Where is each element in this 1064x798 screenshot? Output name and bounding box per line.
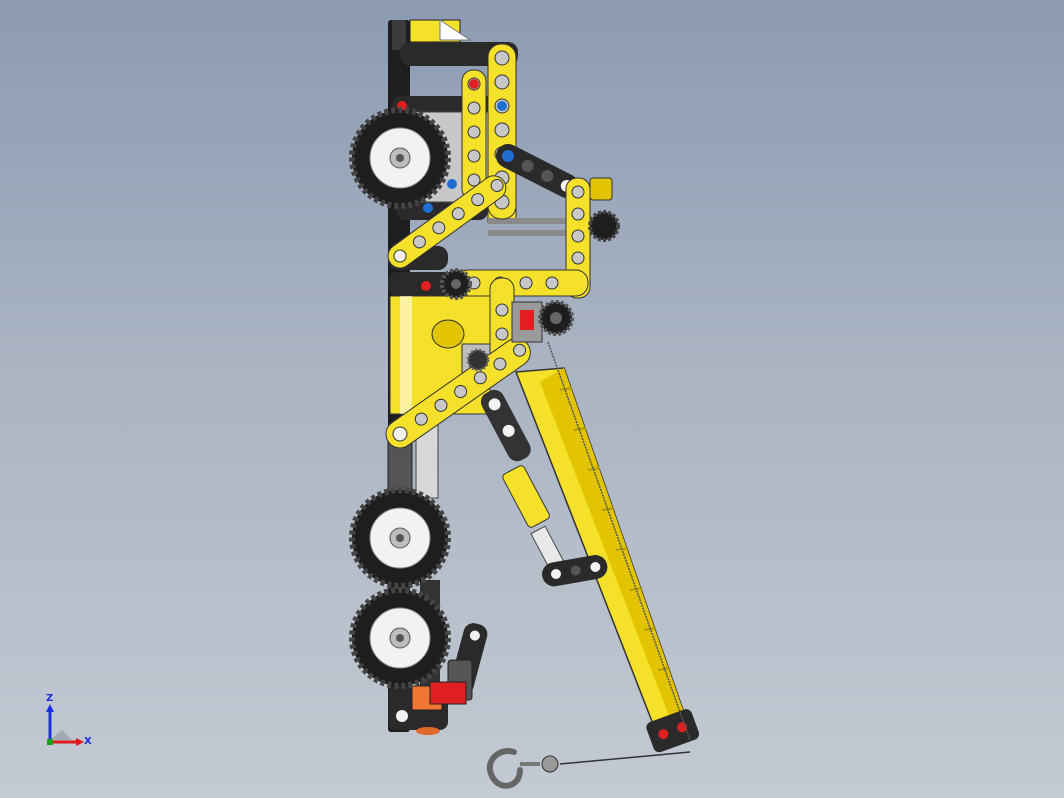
gear-icon <box>466 348 490 372</box>
x-axis-label: X <box>84 736 92 747</box>
axis-triad: Z X <box>38 693 98 756</box>
upper-yellow-beam[interactable] <box>397 43 517 291</box>
wheel-icon[interactable] <box>349 587 451 689</box>
axis-triad-svg <box>46 704 84 746</box>
hook-icon[interactable] <box>486 748 559 789</box>
gear-icon <box>538 300 574 336</box>
gear-icon <box>440 268 472 300</box>
diagonal-liftarms[interactable] <box>381 140 591 454</box>
rear-outrigger[interactable] <box>396 621 490 722</box>
gear-icon <box>588 210 620 242</box>
z-axis-label: Z <box>46 693 54 704</box>
gear-icon <box>589 177 613 201</box>
y-axis <box>47 739 53 745</box>
hydraulic-cylinder[interactable] <box>477 386 609 588</box>
crane-boom[interactable] <box>514 341 701 765</box>
wheel-icon[interactable] <box>349 487 451 589</box>
wheel-icon[interactable] <box>349 107 451 209</box>
